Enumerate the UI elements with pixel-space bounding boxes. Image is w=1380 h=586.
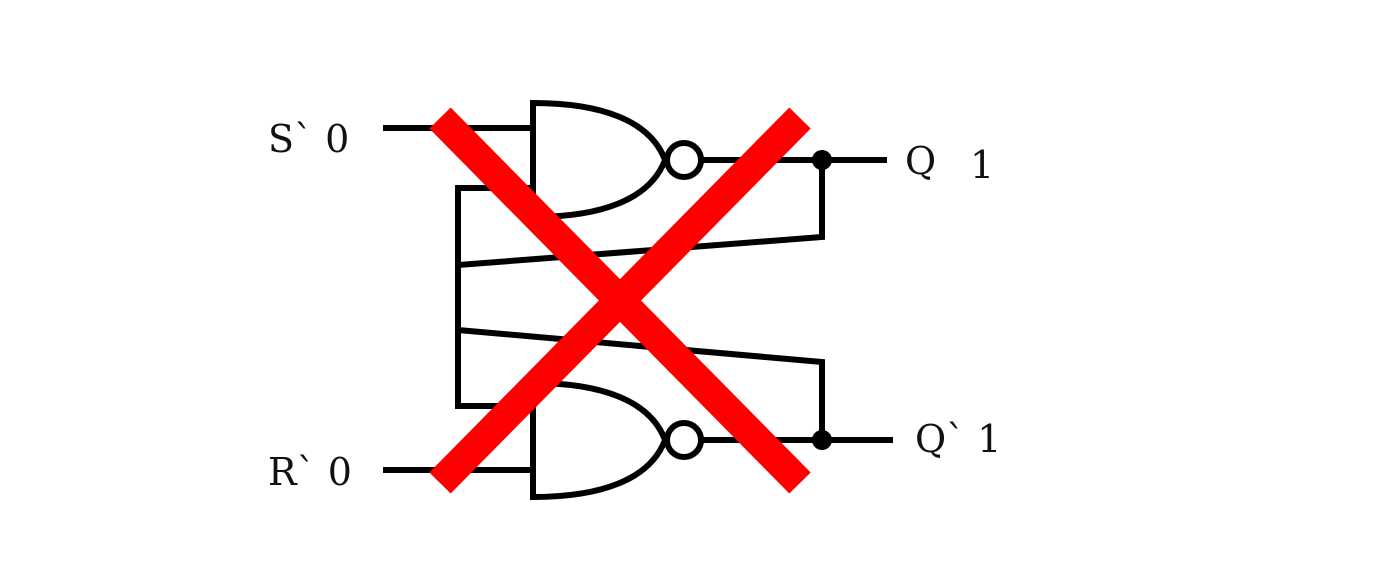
top-nand-gate xyxy=(530,99,669,221)
top-inverter-bubble xyxy=(664,140,704,180)
s-input-label: S` 0 xyxy=(268,117,349,161)
q-junction-dot xyxy=(812,150,832,170)
q-output-name-label: Q xyxy=(905,139,936,183)
qbar-output-label: Q` 1 xyxy=(915,417,1001,461)
cross-stroke-ascending xyxy=(429,107,811,494)
qbar-junction-dot xyxy=(812,430,832,450)
bottom-inverter-bubble xyxy=(664,420,704,460)
bottom-nand-gate xyxy=(530,379,669,501)
cross-out-x-icon xyxy=(429,107,811,494)
r-input-label: R` 0 xyxy=(268,450,352,494)
q-output-value-label: 1 xyxy=(970,143,994,187)
